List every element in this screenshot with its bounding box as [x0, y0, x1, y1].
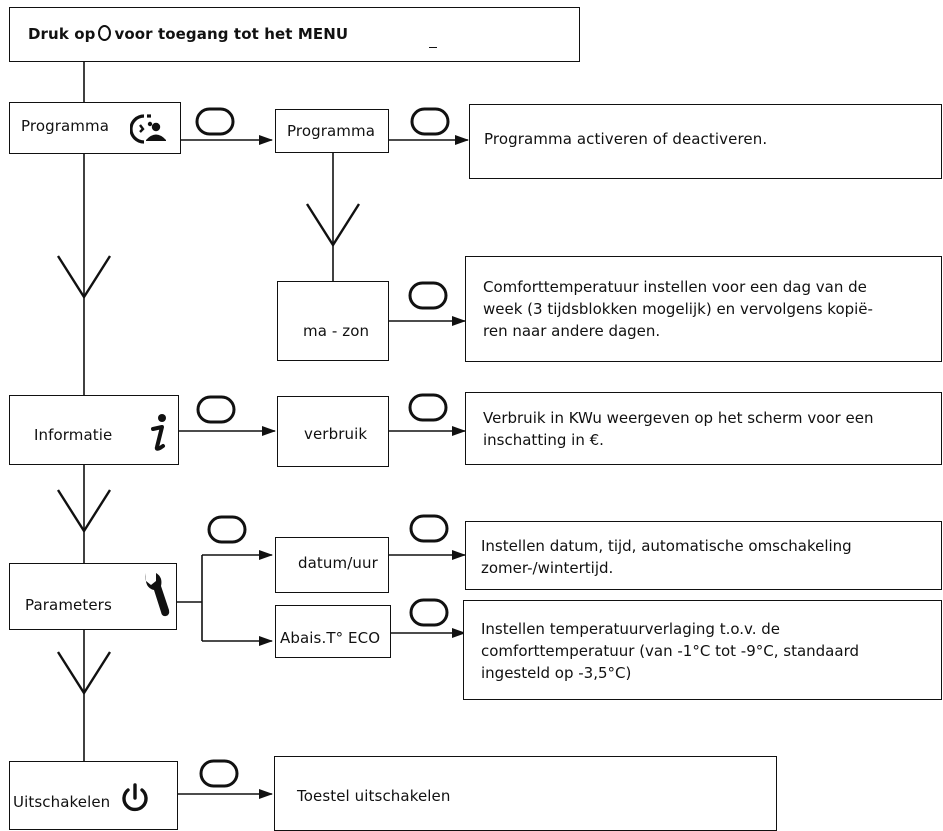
menu-header-box: Druk op voor toegang tot het MENU [9, 7, 580, 62]
desc-programma-box: Programma activeren of deactiveren. [469, 104, 942, 179]
ok-button-icon [196, 395, 236, 424]
desc-line: Instellen datum, tijd, automatische omsc… [481, 537, 852, 555]
desc-uitschakelen-box: Toestel uitschakelen [274, 756, 777, 831]
menu-parameters-label: Parameters [25, 596, 112, 614]
sub-verbruik-label: verbruik [304, 425, 368, 443]
desc-ma-zon-text: Comforttemperatuur instellen voor een da… [483, 276, 873, 342]
desc-line: Instellen temperatuurverlaging t.o.v. de [481, 620, 781, 638]
down-chevron-icon [305, 203, 361, 248]
menu-informatie-box[interactable]: Informatie [9, 395, 179, 465]
sub-ma-zon-label: ma - zon [303, 322, 370, 340]
ok-button-icon [409, 598, 449, 627]
desc-line: Verbruik in KWu weergeven op het scherm … [483, 409, 874, 427]
desc-verbruik-box: Verbruik in KWu weergeven op het scherm … [465, 392, 942, 465]
sub-programma-box[interactable]: Programma [275, 109, 389, 153]
info-icon [151, 414, 166, 451]
menu-programma-box[interactable]: Programma [9, 102, 181, 154]
ok-button-icon [408, 393, 448, 422]
desc-line: ingesteld op -3,5°C) [481, 664, 632, 682]
ok-button-icon [199, 759, 239, 788]
desc-line: inschatting in €. [483, 431, 604, 449]
menu-parameters-box[interactable]: Parameters [9, 563, 177, 630]
desc-line: zomer-/wintertijd. [481, 559, 614, 577]
menu-informatie-label: Informatie [34, 426, 113, 444]
desc-line: ren naar andere dagen. [483, 322, 661, 340]
ok-button-icon [98, 25, 112, 41]
desc-verbruik-text: Verbruik in KWu weergeven op het scherm … [483, 407, 873, 451]
desc-line: comforttemperatuur (van -1°C tot -9°C, s… [481, 642, 859, 660]
sub-datum-uur-label: datum/uur [298, 554, 378, 572]
sub-ma-zon-box[interactable]: ma - zon [277, 281, 389, 361]
sub-programma-label: Programma [287, 122, 375, 140]
desc-line: week (3 tijdsblokken mogelijk) en vervol… [483, 300, 873, 318]
schedule-person-icon [130, 114, 166, 144]
header-prefix: Druk op [28, 25, 96, 43]
desc-datum-uur-text: Instellen datum, tijd, automatische omsc… [481, 535, 852, 579]
desc-uitschakelen-text: Toestel uitschakelen [297, 787, 451, 805]
desc-abais-eco-box: Instellen temperatuurverlaging t.o.v. de… [463, 600, 942, 700]
sub-abais-eco-box[interactable]: Abais.T° ECO [275, 605, 391, 658]
sub-abais-eco-label: Abais.T° ECO [280, 629, 381, 647]
menu-uitschakelen-label: Uitschakelen [13, 793, 111, 811]
desc-line: Comforttemperatuur instellen voor een da… [483, 278, 867, 296]
ok-button-icon [195, 107, 235, 136]
ok-button-icon [207, 515, 247, 544]
header-suffix: voor toegang tot het MENU [114, 25, 349, 43]
down-chevron-icon [56, 489, 112, 534]
power-icon [122, 783, 148, 812]
sub-datum-uur-box[interactable]: datum/uur [275, 537, 389, 593]
ok-button-icon [410, 107, 450, 136]
wrench-icon [145, 573, 170, 617]
menu-header-text: Druk op voor toegang tot het MENU [28, 25, 348, 43]
desc-abais-eco-text: Instellen temperatuurverlaging t.o.v. de… [481, 618, 859, 684]
menu-programma-label: Programma [21, 117, 109, 135]
down-chevron-icon [56, 255, 112, 300]
down-chevron-icon [56, 651, 112, 696]
desc-ma-zon-box: Comforttemperatuur instellen voor een da… [465, 256, 942, 362]
desc-datum-uur-box: Instellen datum, tijd, automatische omsc… [465, 521, 942, 590]
header-underscore [429, 47, 437, 48]
desc-programma-text: Programma activeren of deactiveren. [484, 130, 768, 148]
menu-uitschakelen-box[interactable]: Uitschakelen [9, 761, 178, 830]
sub-verbruik-box[interactable]: verbruik [277, 396, 389, 467]
ok-button-icon [408, 281, 448, 310]
ok-button-icon [409, 514, 449, 543]
